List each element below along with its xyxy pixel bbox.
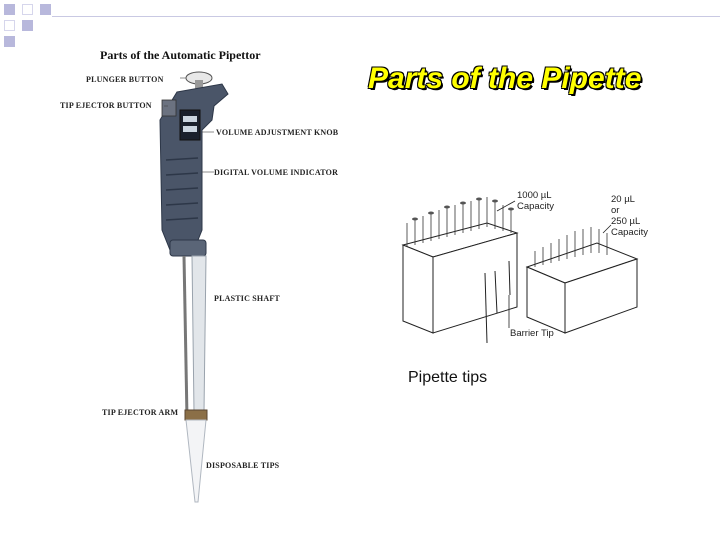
pipettor-heading: Parts of the Automatic Pipettor [100, 48, 261, 62]
label-disposable-tips: DISPOSABLE TIPS [206, 461, 280, 470]
slide-title: Parts of the Pipette [368, 62, 642, 95]
label-250ul-line4: Capacity [611, 227, 648, 238]
label-1000ul-line1: 1000 µL [517, 190, 552, 201]
label-tip-ejector-arm: TIP EJECTOR ARM [102, 408, 179, 417]
label-digital-volume-indicator: DIGITAL VOLUME INDICATOR [214, 168, 339, 177]
label-barrier-tip: Barrier Tip [510, 328, 554, 339]
pipette-tips-figure: 1000 µL Capacity 20 µL or 250 µL Capacit… [397, 183, 657, 358]
label-plunger-button: PLUNGER BUTTON [86, 75, 164, 84]
label-tip-ejector-button: TIP EJECTOR BUTTON [60, 101, 152, 110]
label-250ul-line3: 250 µL [611, 216, 641, 227]
pipettor-figure: Parts of the Automatic Pipettor PLUNGER … [52, 40, 357, 536]
tips-caption: Pipette tips [408, 369, 488, 386]
label-plastic-shaft: PLASTIC SHAFT [214, 294, 280, 303]
pipettor-illustration [159, 71, 229, 503]
label-20ul-line1: 20 µL [611, 194, 635, 205]
label-volume-adjustment-knob: VOLUME ADJUSTMENT KNOB [216, 128, 339, 137]
label-1000ul-line2: Capacity [517, 201, 554, 212]
label-20ul-line2: or [611, 205, 620, 216]
tip-racks-illustration [401, 197, 639, 344]
